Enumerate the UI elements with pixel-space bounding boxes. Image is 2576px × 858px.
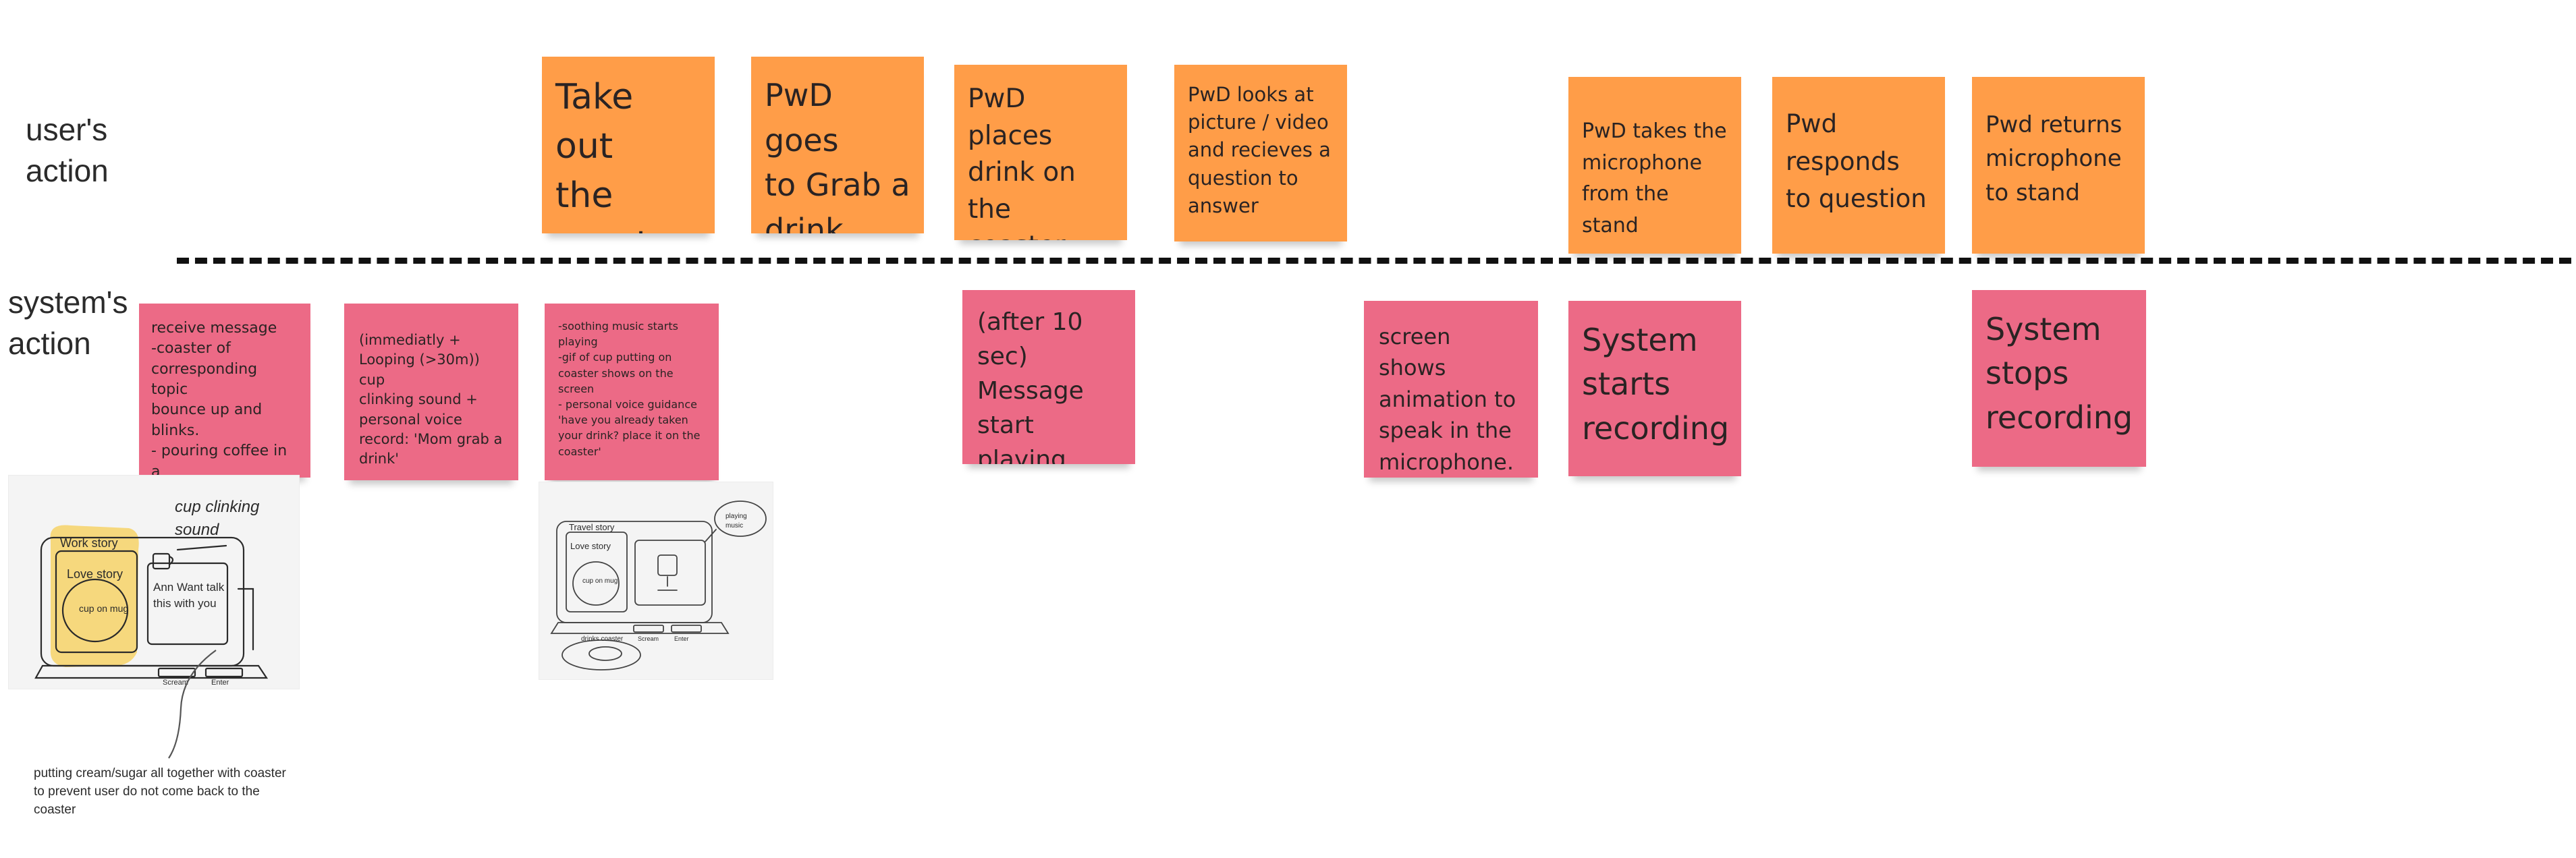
sticky-note-system-action[interactable]: receive message -coaster of correspondin…: [139, 304, 310, 478]
sticky-text: PwD goes to Grab a drink: [765, 77, 910, 233]
row-label-line: system's: [8, 285, 128, 320]
sticky-text: (immediatly + Looping (>30m)) cup clinki…: [359, 332, 503, 467]
annotation-connector: [168, 650, 217, 759]
sticky-text: -soothing music starts playing -gif of c…: [558, 320, 701, 458]
sketch-label: drinks coaster: [581, 635, 624, 643]
sticky-note-user-action[interactable]: PwD goes to Grab a drink: [751, 57, 924, 233]
system-action-row-label: system's action: [8, 282, 128, 364]
sticky-note-user-action[interactable]: Take out the coaster: [542, 57, 715, 233]
swimlane-divider: [177, 258, 2571, 264]
sketch-label: cup on mug: [582, 577, 618, 585]
sketch-label: cup on mug: [79, 603, 129, 614]
sketch-label: playing music: [725, 513, 747, 530]
sticky-note-user-action[interactable]: PwD places drink on the coaster: [954, 65, 1127, 240]
row-label-line: user's: [26, 112, 108, 147]
sticky-text: (after 10 sec) Message start playing: [977, 308, 1084, 464]
sketch-coaster-device-2: Travel story Love story cup on mug playi…: [539, 482, 773, 680]
sticky-note-system-action[interactable]: System starts recording: [1568, 301, 1741, 476]
sticky-note-user-action[interactable]: PwD looks at picture / video and recieve…: [1174, 65, 1347, 241]
sticky-text: PwD looks at picture / video and recieve…: [1188, 83, 1331, 217]
sticky-text: System starts recording: [1582, 322, 1730, 447]
sketch-label: Enter: [674, 635, 689, 642]
sticky-text: System stops recording: [1985, 311, 2133, 436]
sketch-label: Love story: [570, 541, 611, 551]
sticky-text: receive message -coaster of correspondin…: [151, 320, 287, 478]
sticky-note-system-action[interactable]: (after 10 sec) Message start playing: [962, 290, 1135, 464]
sticky-text: Take out the coaster: [555, 77, 686, 233]
row-label-line: action: [26, 152, 109, 188]
sticky-text: Pwd responds to question: [1786, 109, 1927, 213]
sketch-label: Scream: [163, 679, 188, 687]
sketch-drawing: [550, 500, 767, 670]
sticky-note-user-action[interactable]: Pwd returns microphone to stand: [1972, 77, 2145, 254]
sticky-note-user-action[interactable]: Pwd responds to question: [1772, 77, 1945, 254]
sticky-note-user-action[interactable]: PwD takes the microphone from the stand: [1568, 77, 1741, 254]
sketch-label: Travel story: [569, 522, 615, 532]
sticky-text: PwD takes the microphone from the stand: [1582, 119, 1727, 237]
sketch-drawing: [34, 525, 269, 679]
row-label-line: action: [8, 325, 91, 361]
sketch-label: Ann Want talk this with you: [153, 581, 225, 610]
coaster-annotation-note: putting cream/sugar all together with co…: [34, 766, 286, 817]
sticky-note-system-action[interactable]: screen shows animation to speak in the m…: [1364, 301, 1538, 478]
sketch-caption-cup-clinking: cup clinking sound: [175, 498, 260, 540]
sketch-label: Work story: [60, 536, 118, 550]
sketch-label: Enter: [211, 679, 229, 687]
sticky-note-system-action[interactable]: System stops recording: [1972, 290, 2146, 467]
sketch-coaster-device-1: cup clinking sound Work story Love story…: [8, 475, 300, 689]
sticky-note-system-action[interactable]: (immediatly + Looping (>30m)) cup clinki…: [344, 304, 518, 480]
sketch-label: Love story: [67, 567, 124, 581]
sticky-text: screen shows animation to speak in the m…: [1379, 324, 1516, 475]
sticky-text: Pwd returns microphone to stand: [1985, 111, 2122, 206]
user-action-row-label: user's action: [26, 109, 109, 191]
sticky-text: PwD places drink on the coaster: [968, 84, 1076, 240]
sketch-label: Scream: [638, 635, 659, 642]
sticky-note-system-action[interactable]: -soothing music starts playing -gif of c…: [545, 304, 719, 480]
